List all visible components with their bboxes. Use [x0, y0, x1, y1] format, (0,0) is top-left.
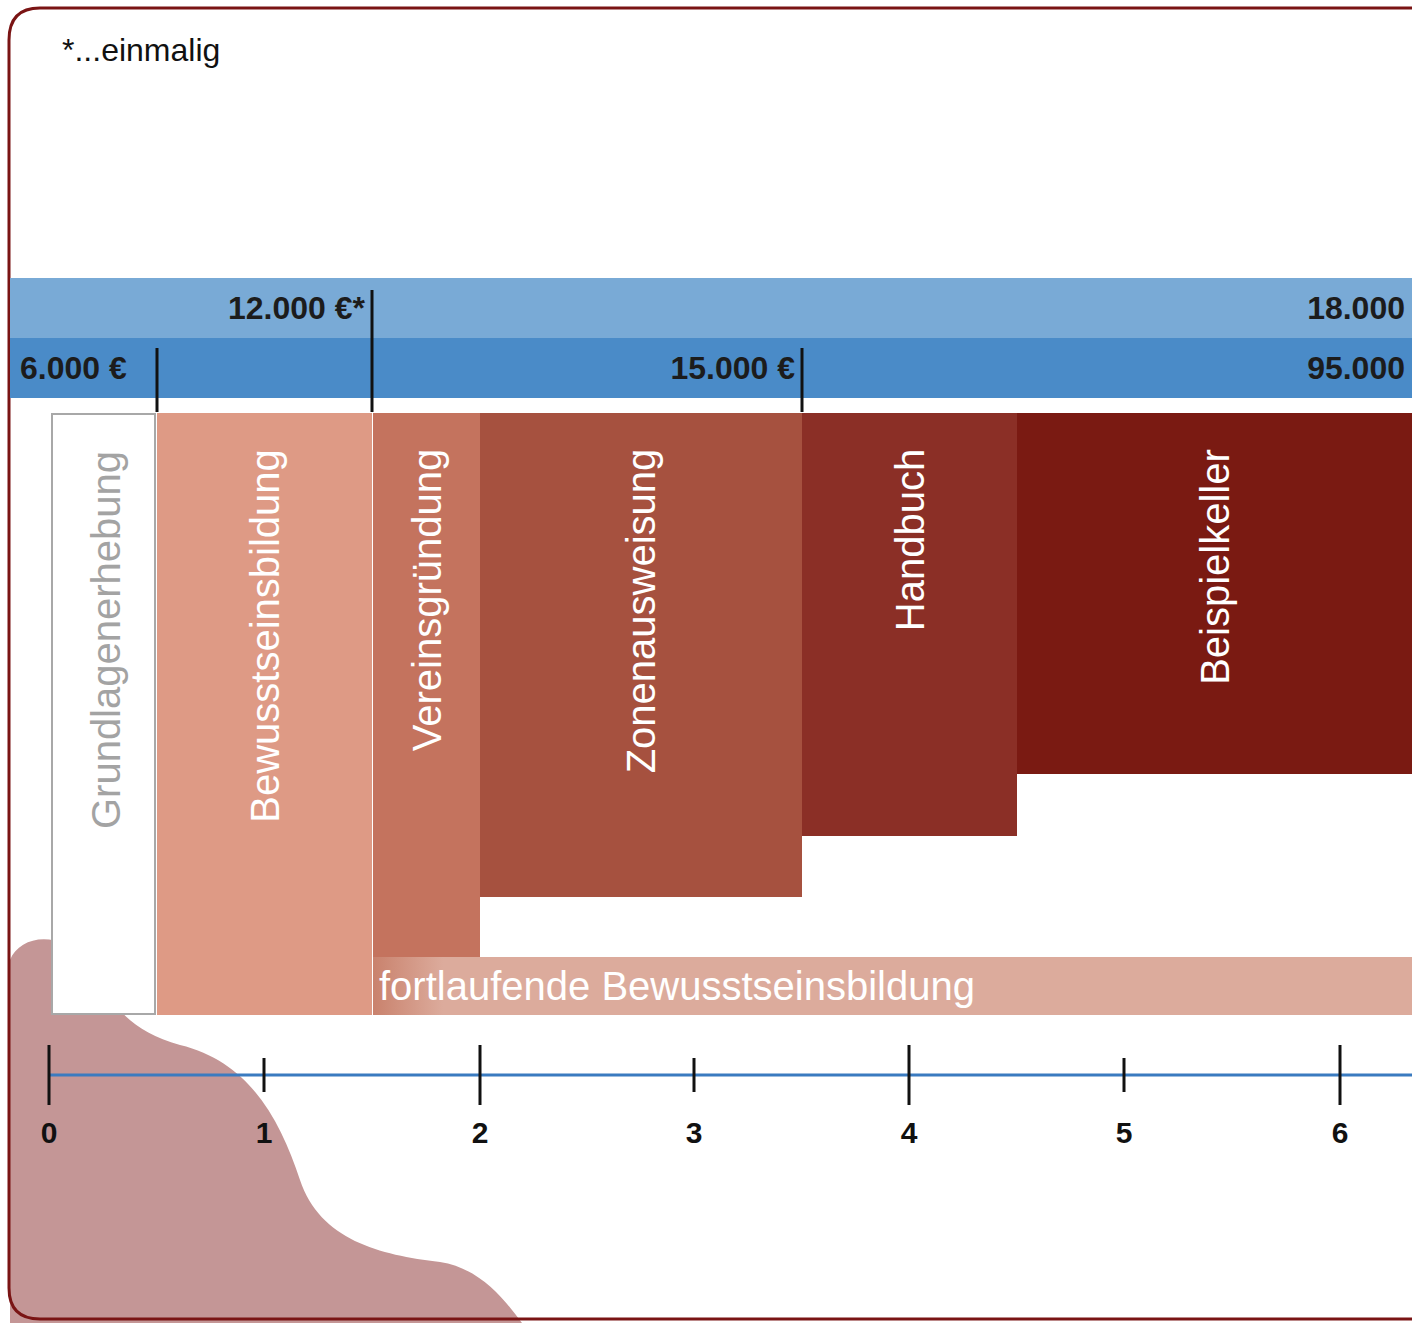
phase-label: Zonenausweisung	[621, 449, 661, 774]
axis-ticks	[49, 1045, 1340, 1105]
ongoing-band: fortlaufende Bewusstseinsbildung	[373, 957, 1412, 1015]
cost-label: 12.000 €*	[228, 292, 365, 324]
phase-label: Grundlagenerhebung	[86, 451, 126, 829]
phase-box: Beispielkeller	[1017, 413, 1412, 774]
phase-label: Handbuch	[890, 449, 930, 631]
phase-label: Bewusstseinsbildung	[245, 449, 285, 823]
axis-number: 6	[1332, 1118, 1349, 1148]
phase-box: Grundlagenerhebung	[51, 413, 156, 1015]
time-axis	[49, 1074, 1412, 1077]
cost-band-once: 12.000 €* 18.000	[10, 278, 1412, 338]
cost-label: 6.000 €	[20, 352, 127, 384]
phase-label: Beispielkeller	[1195, 449, 1235, 685]
cost-label: 15.000 €	[670, 352, 795, 384]
phase-box: Zonenausweisung	[480, 413, 802, 897]
cost-label: 18.000	[1307, 292, 1405, 324]
cost-band-yearly: 6.000 € 15.000 € 95.000	[10, 338, 1412, 398]
phase-box: Handbuch	[802, 413, 1017, 836]
phase-label: fortlaufende Bewusstseinsbildung	[379, 966, 975, 1006]
phase-label: Vereinsgründung	[407, 449, 447, 751]
axis-number: 3	[686, 1118, 703, 1148]
axis-number: 5	[1116, 1118, 1133, 1148]
frame-border	[9, 8, 1412, 1319]
axis-number: 1	[256, 1118, 273, 1148]
axis-number: 2	[472, 1118, 489, 1148]
phase-box: Vereinsgründung	[373, 413, 480, 957]
footnote: *...einmalig	[62, 34, 220, 66]
phase-box: Bewusstseinsbildung	[157, 413, 372, 1015]
axis-number: 4	[901, 1118, 918, 1148]
axis-number: 0	[41, 1118, 58, 1148]
cost-label: 95.000	[1307, 352, 1405, 384]
